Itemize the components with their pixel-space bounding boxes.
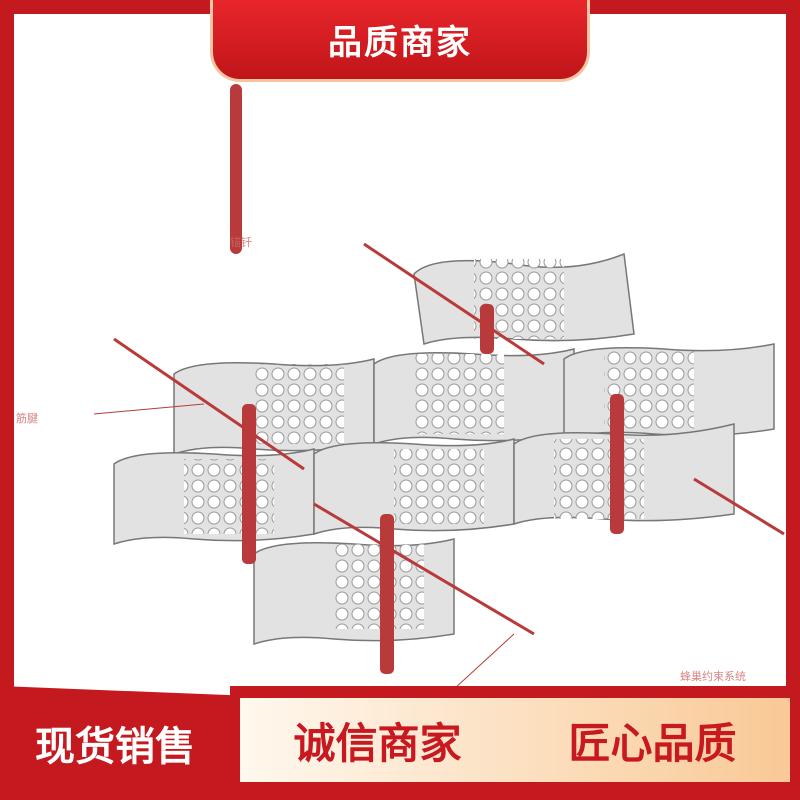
- frame-top-right: [560, 0, 800, 14]
- slogan-in-stock: 现货销售: [0, 686, 230, 800]
- bottom-right-panel: 诚信商家 匠心品质: [230, 686, 800, 800]
- frame-top-left: [0, 0, 240, 14]
- bottom-banner: 诚信商家 匠心品质 现货销售: [0, 686, 800, 800]
- slogan-integrity: 诚信商家: [293, 718, 462, 768]
- slogan-quality: 匠心品质: [568, 718, 737, 768]
- label-system: 蜂巢约束系统: [680, 670, 746, 683]
- top-badge: 品质商家: [210, 0, 590, 82]
- anchor-rod: [230, 84, 242, 254]
- frame-left: [0, 0, 14, 800]
- label-anchor: 锚钎: [230, 236, 252, 249]
- frame-right: [786, 0, 800, 800]
- geocell-diagram: [93, 84, 785, 686]
- label-tendon: 筋腱: [16, 412, 38, 425]
